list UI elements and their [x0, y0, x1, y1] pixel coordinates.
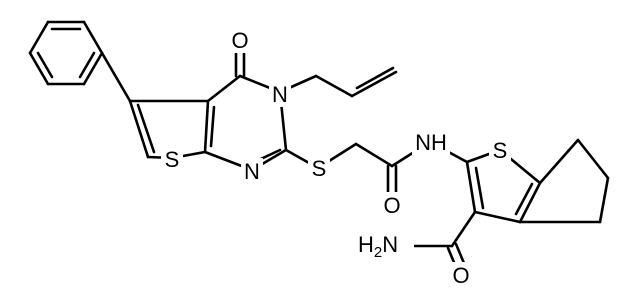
ketone-oxygen-bg — [229, 27, 251, 53]
carboxamide-oxygen-bg — [450, 262, 472, 288]
amine-group-label: H2N — [358, 232, 398, 261]
cyclopentene-ring — [518, 138, 610, 224]
carboxamide-oxygen-label: O — [452, 263, 469, 288]
ketone-oxygen-label: O — [231, 28, 248, 53]
pyrimidine-nitrogen-label: N — [244, 159, 260, 184]
thioether-sulfur-label: S — [312, 156, 327, 181]
ring-nitrogen-bg — [269, 81, 291, 107]
thioether-sulfur-bg — [308, 155, 330, 181]
allyl-chain — [278, 66, 398, 98]
right-thiophene-ring — [465, 148, 542, 224]
right-thiophene-sulfur-bg — [489, 137, 511, 163]
pyrimidine-nitrogen-bg — [241, 158, 263, 184]
phenyl-link-bond — [100, 51, 132, 103]
right-thiophene-sulfur-label: S — [493, 138, 508, 163]
amine-group-bg — [356, 232, 414, 260]
amide-oxygen-label: O — [383, 193, 400, 218]
left-thiophene-sulfur-bg — [161, 146, 183, 172]
left-thiophene-sulfur-label: S — [165, 147, 180, 172]
amine-hydrogen: H — [358, 232, 374, 257]
amide-oxygen-bg — [381, 192, 403, 218]
amide-nh-label: NH — [415, 130, 447, 155]
amine-subscript: 2 — [374, 244, 382, 261]
amide-nh-bg — [412, 129, 450, 155]
amine-nitrogen: N — [382, 232, 398, 257]
phenyl-ring — [28, 20, 104, 86]
ring-nitrogen-label: N — [272, 82, 288, 107]
